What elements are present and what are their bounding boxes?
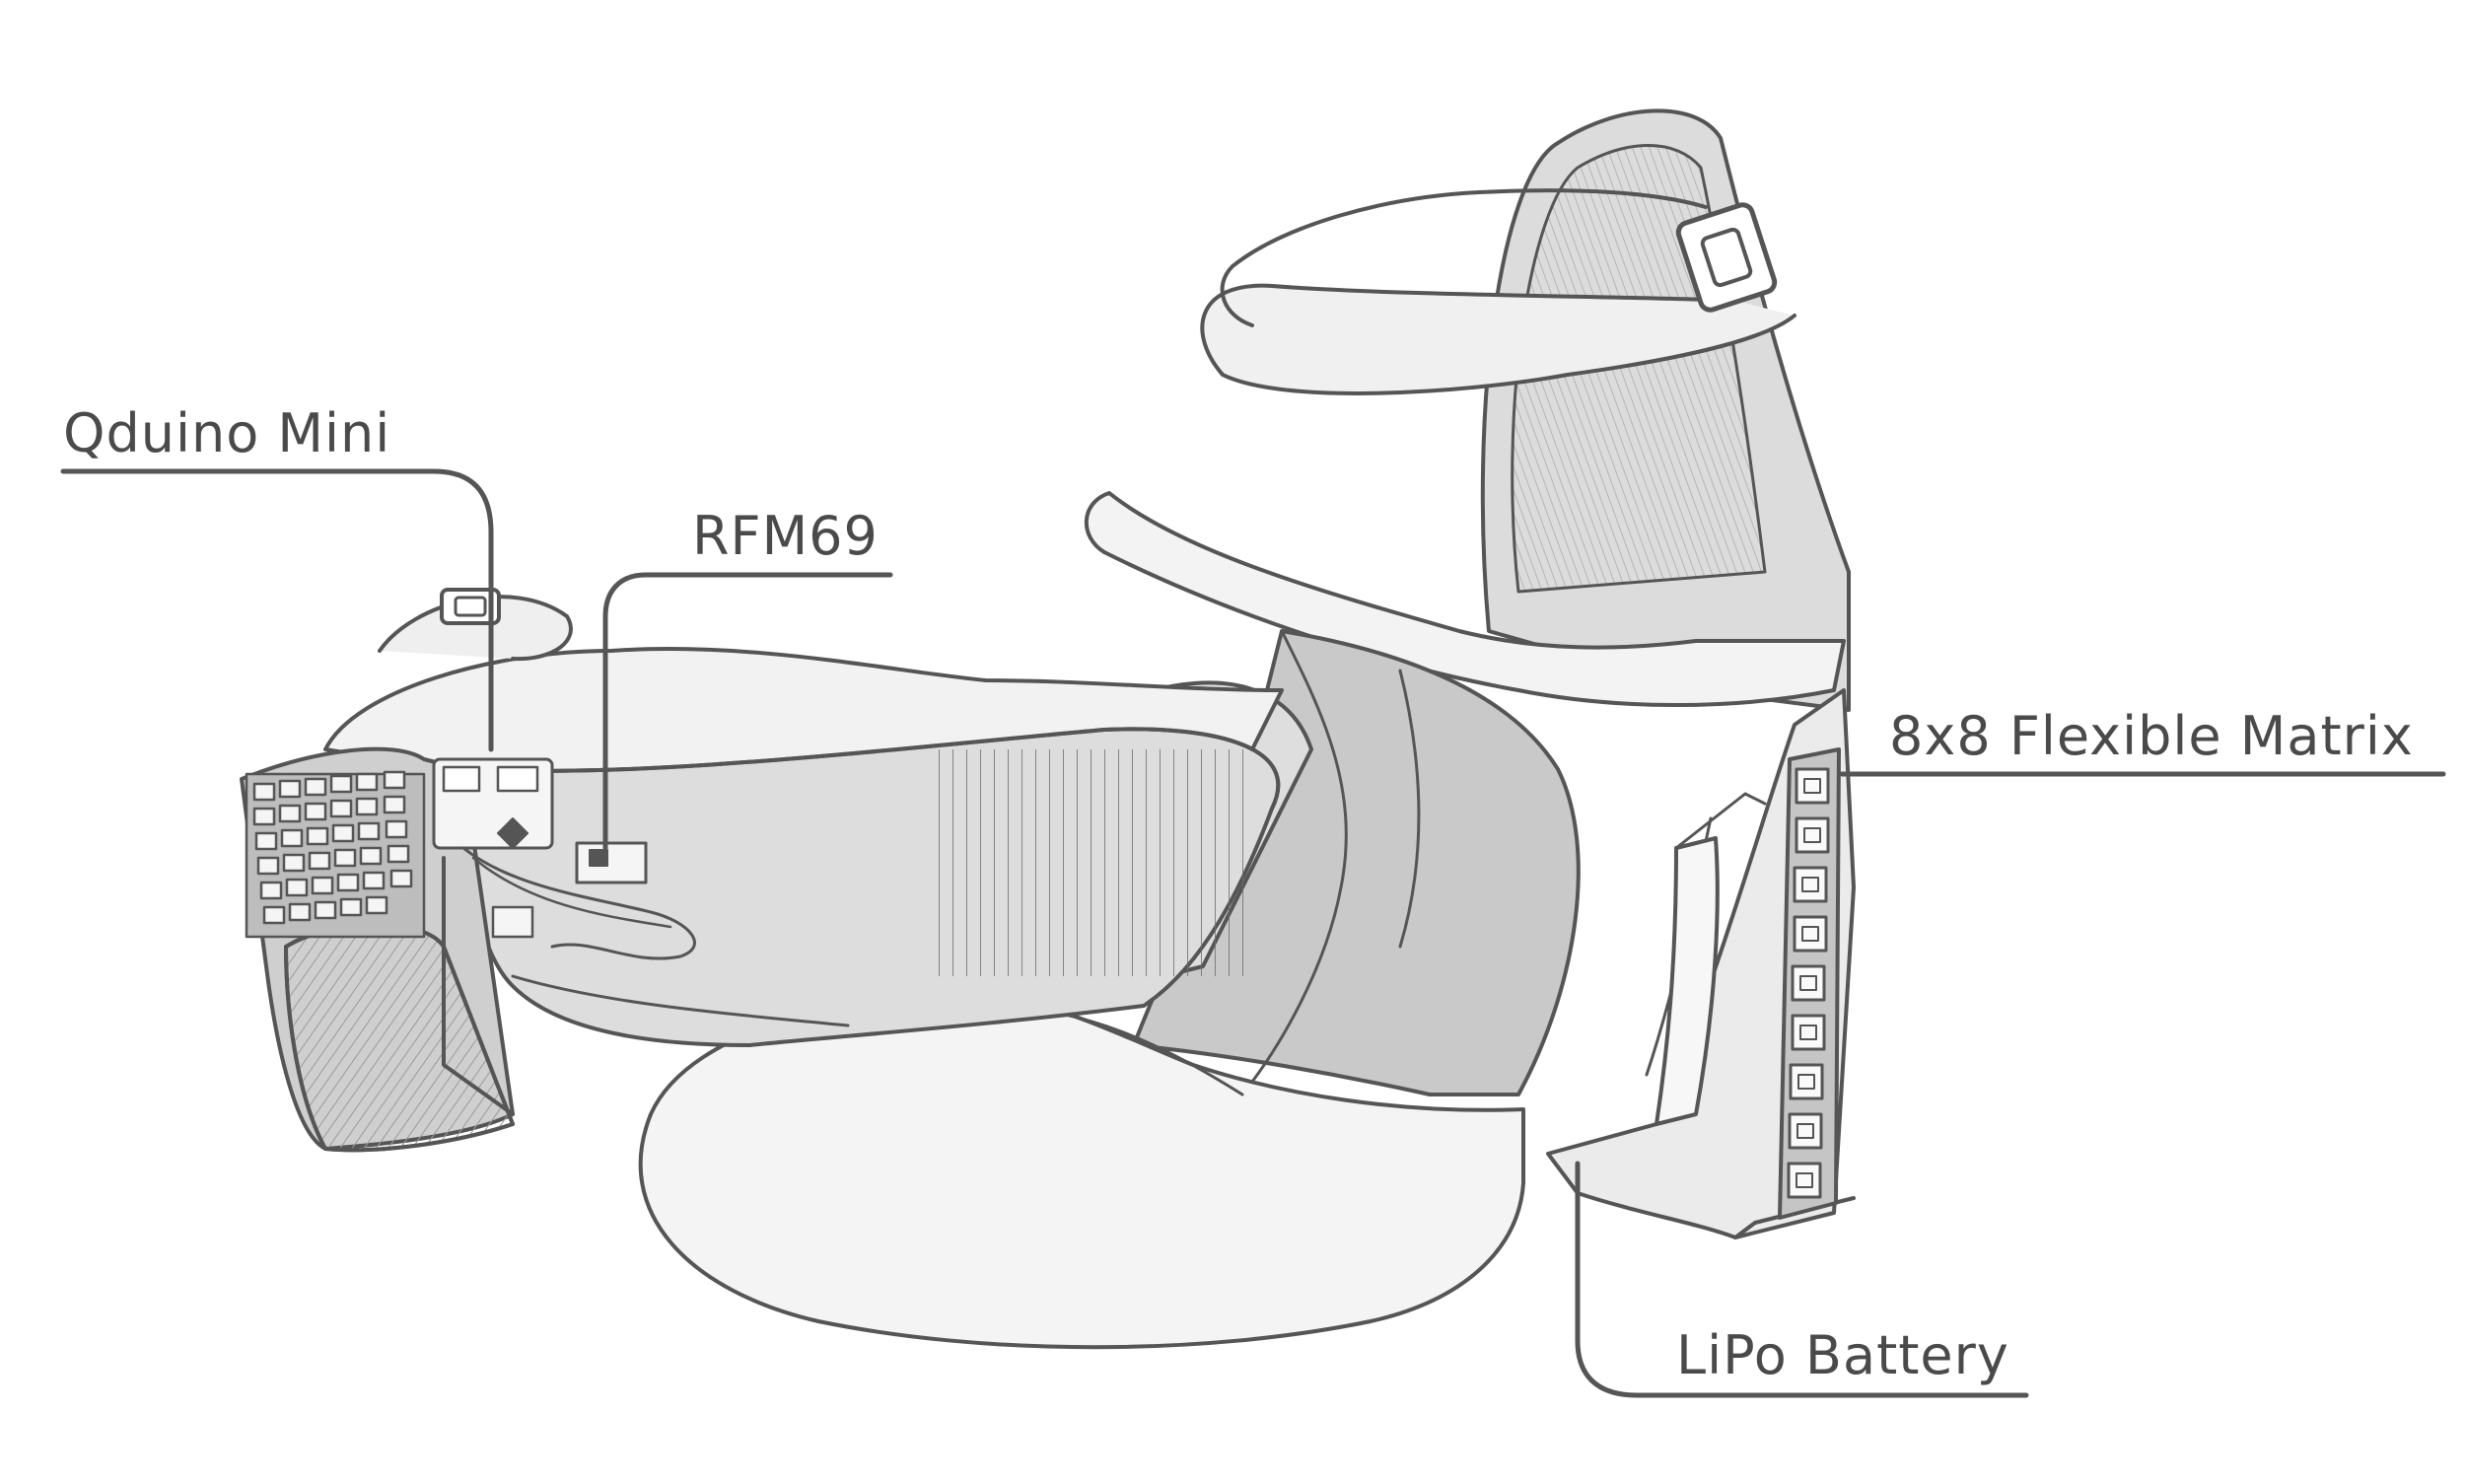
rfm69-board [577, 843, 646, 883]
label-rfm69: RFM69 [692, 510, 879, 563]
rear-matrix-leds [246, 772, 424, 937]
label-lipo-battery: LiPo Battery [1676, 1329, 2009, 1382]
label-qduino-mini: Qduino Mini [63, 407, 390, 460]
label-flexible-matrix: 8x8 Flexible Matrix [1889, 710, 2414, 763]
